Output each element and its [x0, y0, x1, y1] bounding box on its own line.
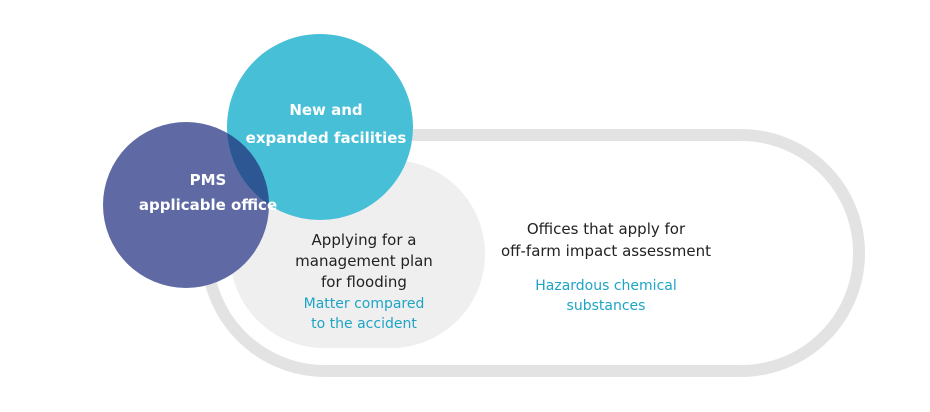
off-farm-title-line: off-farm impact assessment — [501, 242, 711, 260]
flooding-plan-title: Applying for a management plan for flood… — [254, 230, 474, 293]
pms-circle — [103, 122, 269, 288]
new-facilities-label-line: New and — [289, 101, 363, 119]
new-facilities-label-line: expanded facilities — [245, 129, 407, 147]
off-farm-title-line: Offices that apply for — [526, 220, 686, 238]
off-farm-subtitle-line: Hazardous chemical — [535, 278, 677, 294]
pms-label: PMS applicable office — [88, 168, 328, 218]
flooding-plan-subtitle-line: Matter compared — [303, 296, 425, 312]
off-farm-subtitle-line: substances — [566, 298, 646, 314]
flooding-plan-subtitle: Matter compared to the accident — [254, 294, 474, 334]
flooding-plan-title-line: for flooding — [321, 273, 407, 291]
pms-label-line: applicable office — [138, 196, 278, 214]
pms-label-line: PMS — [189, 171, 227, 189]
new-facilities-circle — [227, 34, 413, 220]
new-facilities-label: New and expanded facilities — [208, 96, 444, 152]
flooding-plan-subtitle-line: to the accident — [311, 316, 417, 332]
off-farm-subtitle: Hazardous chemical substances — [466, 276, 746, 316]
flooding-plan-title-line: management plan — [295, 252, 433, 270]
off-farm-title: Offices that apply for off-farm impact a… — [456, 218, 756, 262]
flooding-plan-title-line: Applying for a — [311, 231, 417, 249]
